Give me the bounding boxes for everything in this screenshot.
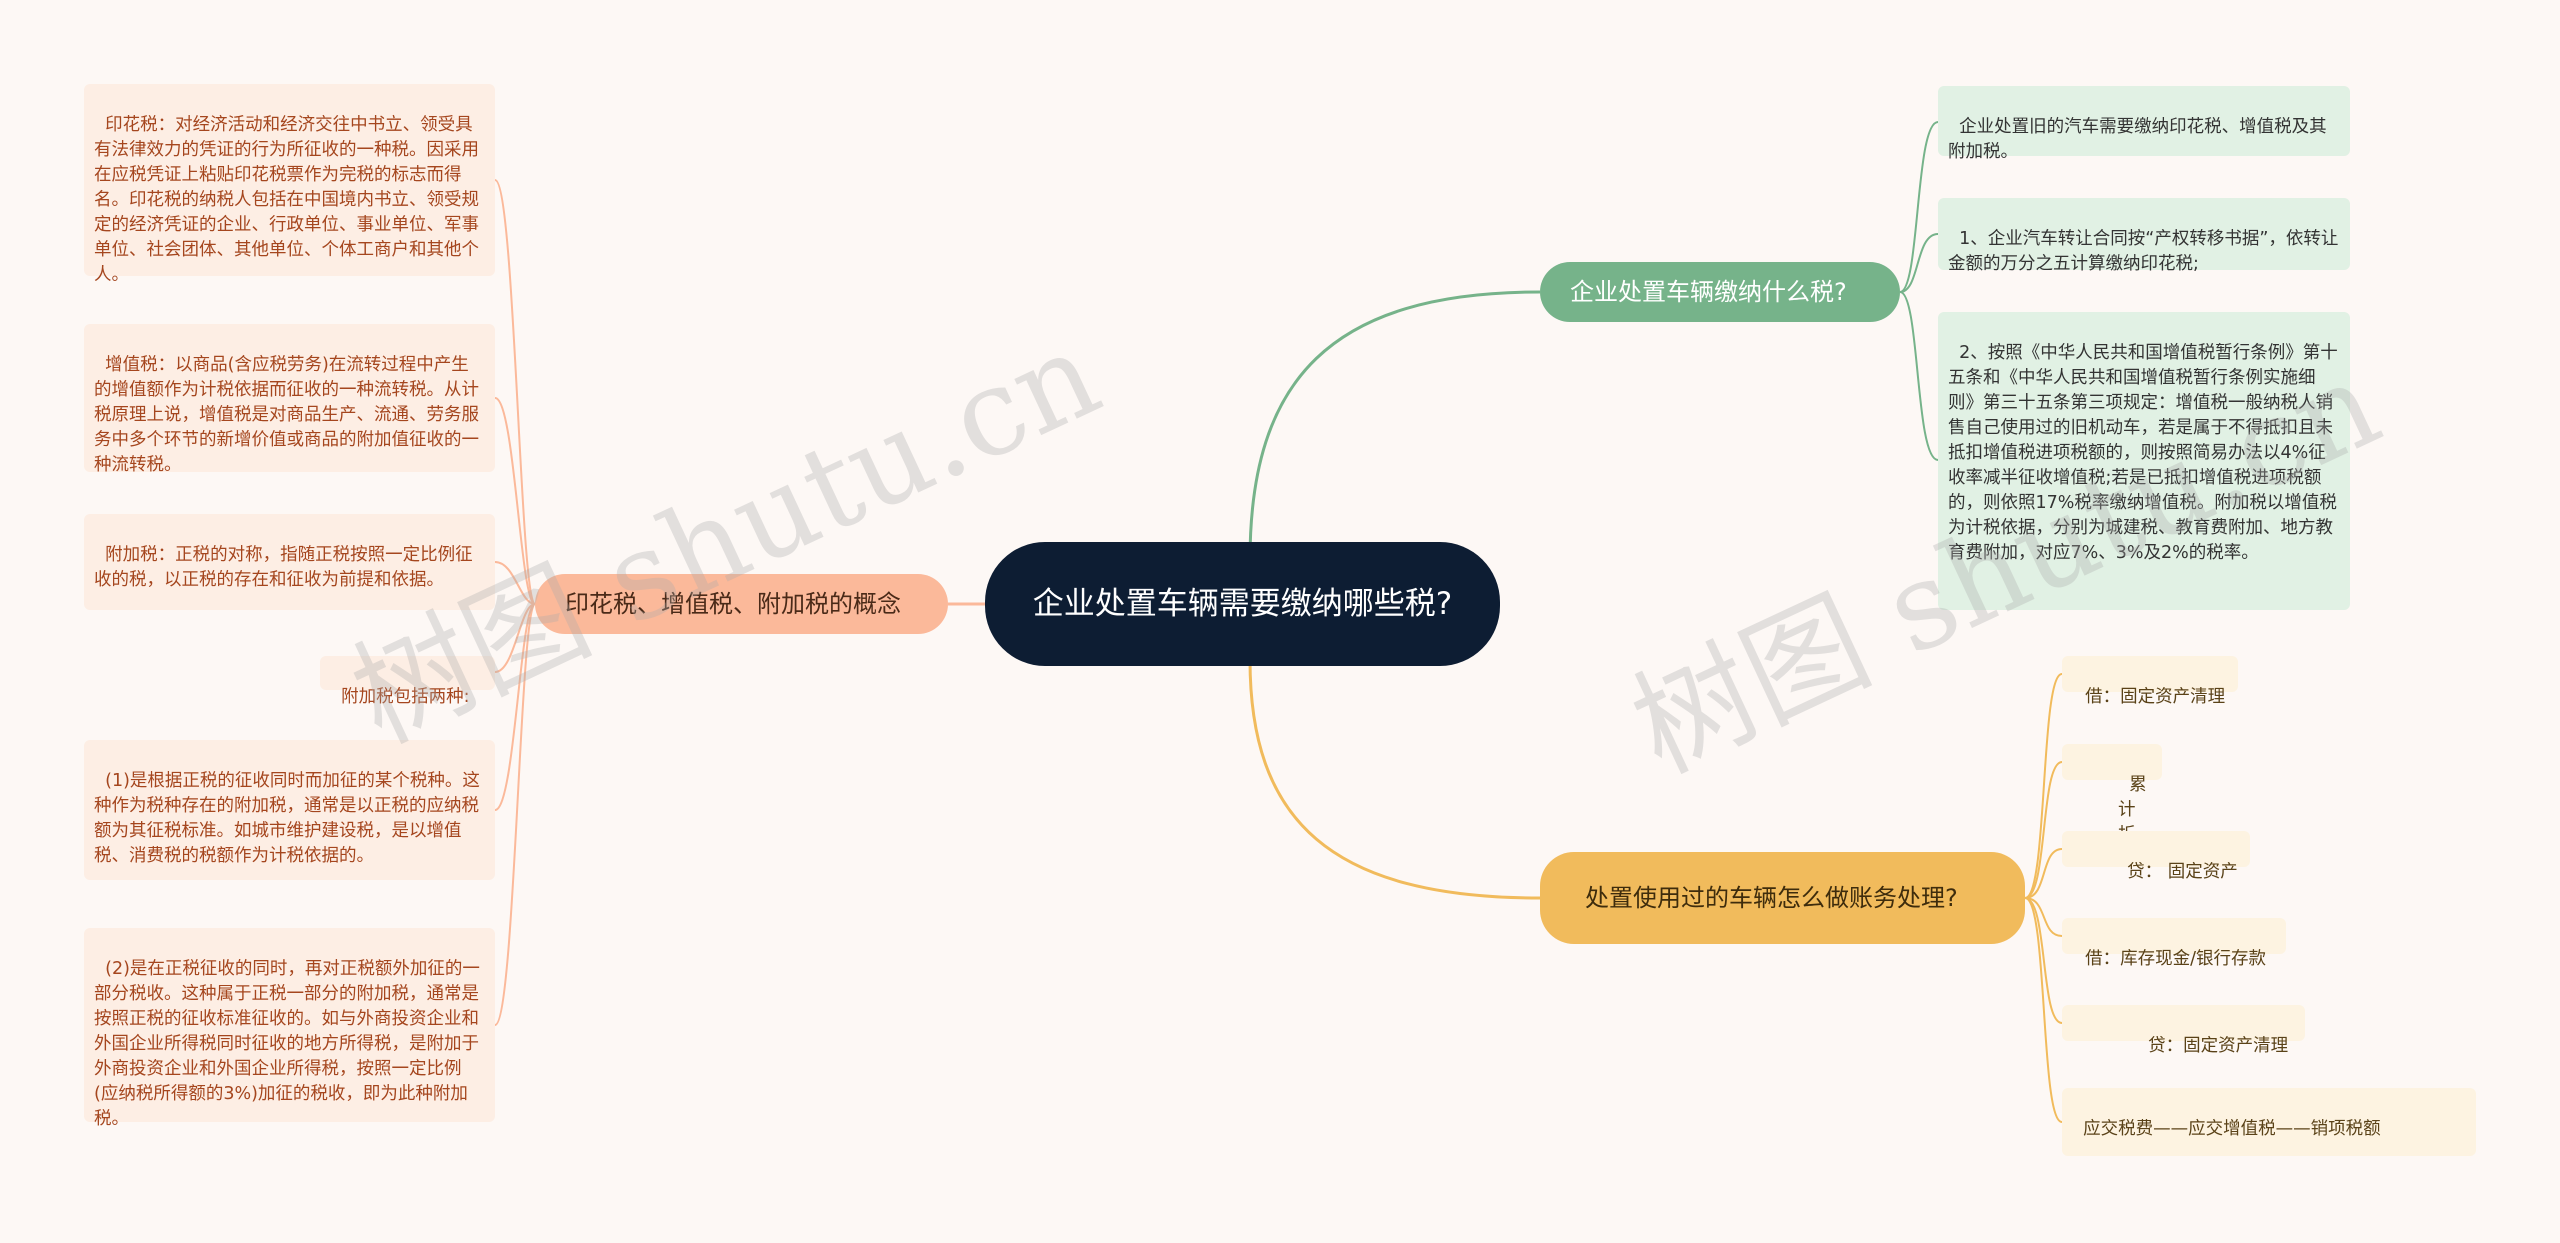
connector-accounting-3 (2024, 848, 2063, 899)
root-node[interactable]: 企业处置车辆需要缴纳哪些税? (985, 542, 1500, 666)
branch-accounting-label: 处置使用过的车辆怎么做账务处理? (1585, 884, 1958, 912)
connector-accounting-6 (2024, 897, 2063, 1123)
branch-tax-concepts-label: 印花税、增值税、附加税的概念 (565, 590, 901, 618)
leaf-text: 印花税：对经济活动和经济交往中书立、领受具有法律效力的凭证的行为所征收的一种税。… (94, 115, 479, 285)
branch-accounting[interactable]: 处置使用过的车辆怎么做账务处理? (1540, 852, 2025, 944)
connector-accounting-5 (2024, 897, 2063, 1024)
connector-taxes-2 (1899, 233, 1939, 293)
leaf-output-vat[interactable]: 应交税费——应交增值税——销项税额 (2062, 1088, 2476, 1156)
leaf-text: 1、企业汽车转让合同按“产权转移书据”，依转让金额的万分之五计算缴纳印花税; (1948, 229, 2339, 274)
branch-tax-concepts[interactable]: 印花税、增值税、附加税的概念 (535, 574, 948, 634)
connector-concept-3 (494, 561, 536, 605)
leaf-text: 应交税费——应交增值税——销项税额 (2083, 1119, 2381, 1139)
leaf-text: 增值税：以商品(含应税劳务)在流转过程中产生的增值额作为计税依据而征收的一种流转… (94, 355, 479, 475)
connector-accounting-2 (2024, 761, 2063, 899)
branch-taxes-payable-label: 企业处置车辆缴纳什么税? (1570, 278, 1847, 306)
leaf-text: (1)是根据正税的征收同时而加征的某个税种。这种作为税种存在的附加税，通常是以正… (94, 771, 480, 866)
connector-root-taxes (1248, 290, 1541, 561)
connector-concept-6 (494, 603, 536, 1026)
leaf-credit-fixed-assets[interactable]: 贷： 固定资产 (2062, 831, 2250, 882)
connector-taxes-1 (1899, 121, 1939, 293)
connector-concept-1 (494, 179, 536, 605)
connector-accounting-1 (2024, 673, 2063, 899)
leaf-text: 借：固定资产清理 (2085, 687, 2226, 707)
connector-concept-4 (494, 603, 536, 673)
leaf-debit-disposal[interactable]: 借：固定资产清理 (2062, 656, 2238, 707)
root-label: 企业处置车辆需要缴纳哪些税? (1032, 586, 1453, 622)
leaf-text: 2、按照《中华人民共和国增值税暂行条例》第十五条和《中华人民共和国增值税暂行条例… (1948, 343, 2338, 563)
leaf-stamp-tax[interactable]: 印花税：对经济活动和经济交往中书立、领受具有法律效力的凭证的行为所征收的一种税。… (84, 84, 495, 285)
connector-concept-2 (494, 397, 536, 605)
leaf-stamp-tax-rule[interactable]: 1、企业汽车转让合同按“产权转移书据”，依转让金额的万分之五计算缴纳印花税; (1938, 198, 2350, 274)
leaf-vat[interactable]: 增值税：以商品(含应税劳务)在流转过程中产生的增值额作为计税依据而征收的一种流转… (84, 324, 495, 475)
connector-root-accounting (1248, 659, 1541, 900)
leaf-taxes-summary[interactable]: 企业处置旧的汽车需要缴纳印花税、增值税及其附加税。 (1938, 86, 2350, 162)
connector-accounting-4 (2024, 897, 2063, 937)
leaf-surtax-two-kinds[interactable]: 附加税包括两种: (320, 656, 495, 707)
leaf-text: 贷：固定资产清理 (2148, 1036, 2289, 1056)
leaf-accumulated-depreciation[interactable]: 累计折旧 (2062, 744, 2162, 870)
leaf-text: (2)是在正税征收的同时，再对正税额外加征的一部分税收。这种属于正税一部分的附加… (94, 959, 480, 1129)
leaf-text: 附加税：正税的对称，指随正税按照一定比例征收的税，以正税的存在和征收为前提和依据… (94, 545, 473, 590)
leaf-text: 企业处置旧的汽车需要缴纳印花税、增值税及其附加税。 (1948, 117, 2327, 162)
branch-taxes-payable[interactable]: 企业处置车辆缴纳什么税? (1540, 262, 1900, 322)
leaf-text: 贷： 固定资产 (2127, 862, 2238, 882)
leaf-text: 借：库存现金/银行存款 (2085, 949, 2267, 969)
leaf-surtax[interactable]: 附加税：正税的对称，指随正税按照一定比例征收的税，以正税的存在和征收为前提和依据… (84, 514, 495, 610)
leaf-surtax-kind-2[interactable]: (2)是在正税征收的同时，再对正税额外加征的一部分税收。这种属于正税一部分的附加… (84, 928, 495, 1129)
leaf-vat-rule[interactable]: 2、按照《中华人民共和国增值税暂行条例》第十五条和《中华人民共和国增值税暂行条例… (1938, 312, 2350, 610)
leaf-credit-disposal[interactable]: 贷：固定资产清理 (2062, 1005, 2305, 1056)
leaf-debit-cash[interactable]: 借：库存现金/银行存款 (2062, 918, 2286, 969)
connector-concept-5 (494, 603, 536, 811)
leaf-surtax-kind-1[interactable]: (1)是根据正税的征收同时而加征的某个税种。这种作为税种存在的附加税，通常是以正… (84, 740, 495, 880)
connector-taxes-3 (1899, 291, 1939, 461)
leaf-text: 附加税包括两种: (341, 687, 470, 707)
